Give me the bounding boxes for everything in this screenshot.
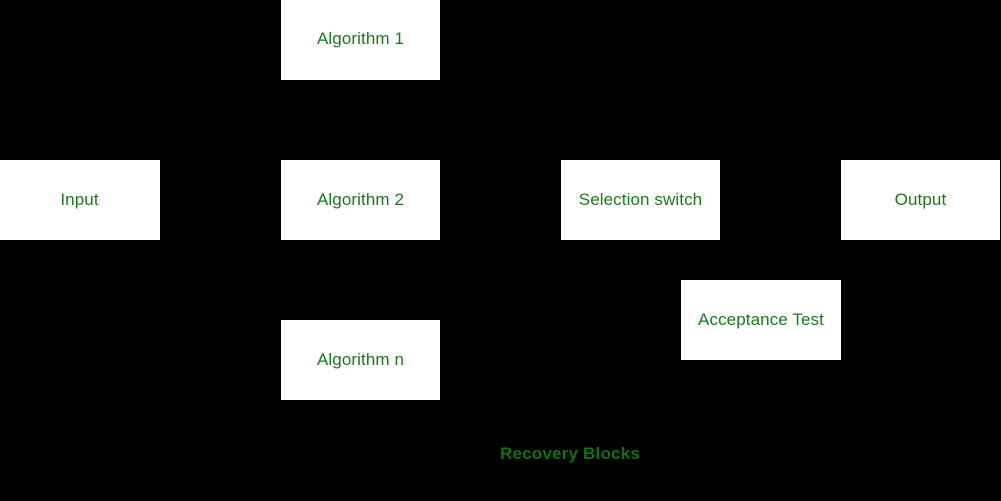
node-output-label: Output xyxy=(894,189,947,209)
node-algorithm-n-label: Algorithm n xyxy=(316,349,405,369)
node-algorithm-n[interactable]: Algorithm n xyxy=(281,320,440,400)
node-algorithm-1-label: Algorithm 1 xyxy=(316,28,405,48)
node-acceptance-test[interactable]: Acceptance Test xyxy=(681,280,841,360)
diagram-caption: Recovery Blocks xyxy=(499,444,641,463)
node-algorithm-2[interactable]: Algorithm 2 xyxy=(281,160,440,240)
node-selection-switch-label: Selection switch xyxy=(578,189,703,209)
node-selection-switch[interactable]: Selection switch xyxy=(561,160,720,240)
node-input-label: Input xyxy=(60,189,99,209)
node-output[interactable]: Output xyxy=(841,160,1000,240)
node-algorithm-2-label: Algorithm 2 xyxy=(316,189,405,209)
node-input[interactable]: Input xyxy=(0,160,160,240)
node-algorithm-1[interactable]: Algorithm 1 xyxy=(281,0,440,80)
node-acceptance-test-label: Acceptance Test xyxy=(698,309,824,329)
